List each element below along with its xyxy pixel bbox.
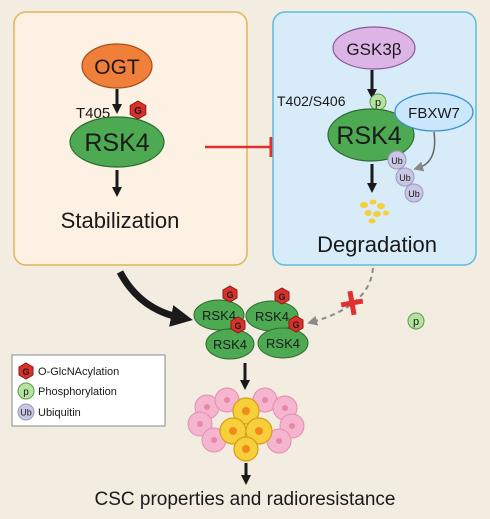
glcnac-mark: G bbox=[129, 100, 147, 120]
stabilization-label: Stabilization bbox=[61, 208, 180, 233]
legend-ubiquitin-symbol: Ub bbox=[17, 403, 35, 421]
t402-s406-site-label: T402/S406 bbox=[277, 93, 346, 109]
degradation-label: Degradation bbox=[317, 232, 437, 257]
svg-text:p: p bbox=[375, 97, 381, 109]
fbxw7-node bbox=[394, 92, 474, 132]
stray-phospho-mark: p bbox=[407, 312, 425, 330]
phospho-mark: p bbox=[369, 93, 387, 111]
svg-text:RSK4: RSK4 bbox=[255, 309, 289, 324]
rsk4-node-degraded bbox=[327, 108, 415, 162]
ogt-node bbox=[81, 43, 153, 89]
glcnac-mark: G bbox=[274, 287, 290, 305]
glcnac-mark: G bbox=[222, 285, 238, 303]
rsk4-cluster: RSK4 RSK4 RSK4 RSK4 G G G G bbox=[193, 285, 309, 360]
svg-text:Ub: Ub bbox=[408, 189, 420, 199]
rsk4-cluster-item: RSK4 bbox=[245, 300, 299, 332]
rsk4-cluster-item: RSK4 bbox=[205, 328, 255, 360]
blocked-cross-icon bbox=[340, 290, 364, 316]
cancer-cell-cluster bbox=[187, 387, 305, 462]
fbxw7-ubiquitination-arrow bbox=[413, 131, 436, 172]
legend-phospho-symbol: p bbox=[17, 382, 35, 400]
ubiquitin-mark: Ub bbox=[395, 167, 415, 187]
legend-glcnac-symbol: G bbox=[18, 362, 34, 380]
svg-text:G: G bbox=[234, 321, 241, 331]
glcnac-mark: G bbox=[288, 315, 304, 333]
svg-text:G: G bbox=[22, 367, 29, 377]
legend-ubiquitin-label: Ubiquitin bbox=[38, 407, 81, 419]
svg-text:G: G bbox=[134, 106, 142, 117]
gsk3b-label: GSK3β bbox=[346, 40, 401, 59]
ogt-label: OGT bbox=[94, 56, 140, 79]
svg-text:RSK4: RSK4 bbox=[266, 336, 300, 351]
legend-glcnac-label: O-GlcNAcylation bbox=[38, 366, 119, 378]
legend-phospho-label: Phosphorylation bbox=[38, 386, 117, 398]
svg-text:RSK4: RSK4 bbox=[213, 337, 247, 352]
ubiquitin-mark: Ub bbox=[404, 183, 424, 203]
svg-text:RSK4: RSK4 bbox=[202, 308, 236, 323]
rsk4-node-stable bbox=[69, 116, 165, 168]
gsk3b-node bbox=[332, 26, 416, 70]
svg-text:p: p bbox=[23, 387, 29, 398]
blocked-degradation-arrow bbox=[307, 267, 374, 326]
ubiquitin-chain: Ub Ub Ub bbox=[387, 150, 424, 203]
fbxw7-label: FBXW7 bbox=[408, 105, 460, 122]
svg-text:G: G bbox=[292, 320, 299, 330]
degradation-fragments bbox=[360, 199, 389, 224]
svg-text:G: G bbox=[278, 292, 285, 302]
svg-text:p: p bbox=[413, 316, 419, 328]
stabilization-to-cluster-arrow bbox=[116, 270, 193, 327]
rsk4-label-stable: RSK4 bbox=[84, 129, 149, 157]
rsk4-cluster-item: RSK4 bbox=[257, 327, 309, 359]
svg-text:Ub: Ub bbox=[391, 156, 403, 166]
rsk4-label-degraded: RSK4 bbox=[336, 122, 401, 150]
glcnac-mark: G bbox=[230, 316, 246, 334]
final-outcome-label: CSC properties and radioresistance bbox=[95, 489, 396, 510]
svg-text:Ub: Ub bbox=[399, 173, 411, 183]
svg-text:G: G bbox=[226, 290, 233, 300]
legend-box bbox=[11, 354, 166, 427]
svg-text:Ub: Ub bbox=[20, 408, 32, 418]
ubiquitin-mark: Ub bbox=[387, 150, 407, 170]
